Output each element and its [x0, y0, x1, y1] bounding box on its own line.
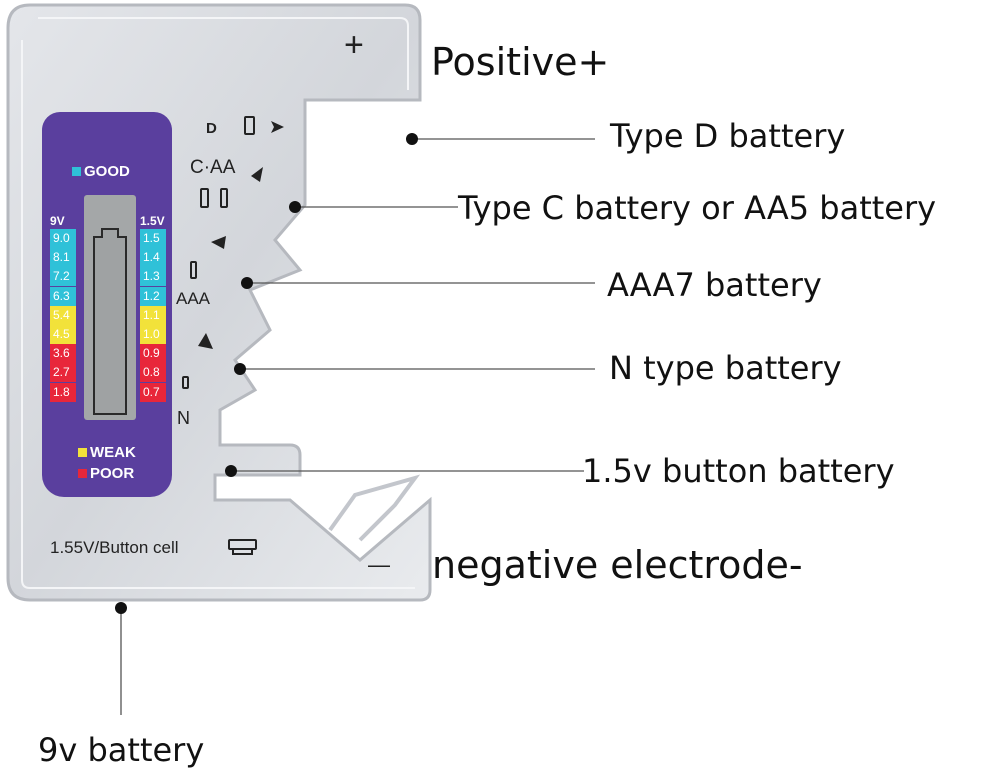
- left-scale-value: 1.8: [50, 382, 76, 402]
- n-type-callout: N type battery: [609, 349, 842, 387]
- left-scale-header: 9V: [50, 214, 65, 228]
- left-scale-value: 3.6: [50, 344, 76, 364]
- slot-label-c-aa: C·AA: [190, 157, 236, 178]
- right-scale-value: 1.4: [140, 248, 166, 268]
- left-scale-value: 6.3: [50, 286, 76, 306]
- button-contact-spring: [328, 474, 421, 542]
- left-scale-value: 2.7: [50, 363, 76, 383]
- slot-label-aaa: AAA: [176, 289, 211, 308]
- button-callout: 1.5v button battery: [582, 452, 895, 490]
- type-c-aa-callout: Type C battery or AA5 battery: [458, 189, 937, 227]
- nine-volt-callout: 9v battery: [38, 731, 205, 769]
- poor-swatch: [78, 469, 87, 478]
- right-scale-value: 1.2: [140, 286, 166, 306]
- right-scale-value: 0.8: [140, 363, 166, 383]
- left-scale-value: 5.4: [50, 305, 76, 325]
- weak-label: WEAK: [90, 444, 136, 461]
- aaa-callout: AAA7 battery: [607, 266, 822, 304]
- left-scale-value: 4.5: [50, 325, 76, 344]
- slot-label-n: N: [177, 408, 190, 428]
- weak-legend: WEAK: [78, 444, 136, 461]
- positive-callout: Positive+: [431, 40, 610, 84]
- negative-callout: negative electrode-: [432, 543, 803, 587]
- positive-mark: +: [344, 26, 364, 64]
- right-scale-value: 0.7: [140, 382, 166, 402]
- button-cell-label: 1.55V/Button cell: [50, 538, 179, 557]
- weak-swatch: [78, 448, 87, 457]
- right-scale-value: 1.0: [140, 325, 166, 344]
- poor-legend: POOR: [78, 465, 134, 482]
- good-swatch: [72, 167, 81, 176]
- left-scale-value: 8.1: [50, 248, 76, 268]
- left-scale-value: 7.2: [50, 267, 76, 287]
- poor-label: POOR: [90, 465, 135, 482]
- left-scale-value: 9.0: [50, 229, 76, 248]
- lcd-display: [84, 195, 136, 420]
- type-d-callout: Type D battery: [610, 117, 846, 155]
- good-legend: GOOD: [72, 163, 130, 180]
- right-scale-value: 1.5: [140, 229, 166, 248]
- negative-mark: —: [368, 552, 390, 577]
- right-scale-value: 1.1: [140, 305, 166, 325]
- good-label: GOOD: [84, 163, 130, 180]
- slot-label-d: D: [206, 120, 217, 137]
- right-scale-value: 1.3: [140, 267, 166, 287]
- right-scale-header: 1.5V: [140, 214, 165, 228]
- right-scale-value: 0.9: [140, 344, 166, 364]
